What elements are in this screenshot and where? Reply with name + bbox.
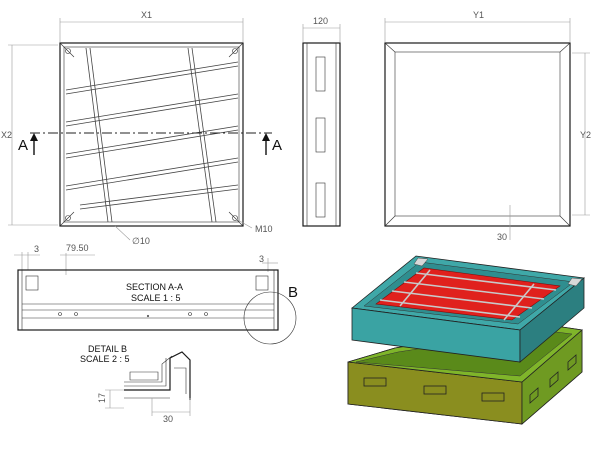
side-view: 120 [302, 16, 341, 227]
bolt-callout: M10 [255, 224, 273, 234]
detail-marker: B [288, 284, 298, 301]
section-title: SECTION A-A [126, 282, 183, 292]
isometric-view [347, 255, 585, 425]
bolt-hole-icon [65, 215, 71, 221]
dim-x2-label: X2 [1, 130, 12, 140]
hole-callout: ∅10 [132, 236, 150, 246]
detail-callout-circle [243, 291, 297, 345]
dim-79-50: 79.50 [66, 243, 89, 253]
section-marker-left: A [18, 137, 28, 154]
dim-17: 17 [97, 393, 107, 403]
detail-title: DETAIL B [88, 344, 127, 354]
dim-y1-label: Y1 [473, 10, 484, 20]
bolt-hole-icon [65, 48, 71, 54]
section-marker-right: A [272, 137, 282, 154]
grate-bars [65, 47, 239, 223]
dim-30-detail: 30 [163, 414, 173, 424]
plan-view: X1 X2 [1, 10, 282, 246]
dim-3-left: 3 [34, 244, 39, 254]
dim-y2-label: Y2 [580, 130, 591, 140]
dim-side-width: 120 [313, 16, 328, 26]
rear-view: Y1 Y2 30 [384, 10, 591, 242]
detail-scale: SCALE 2 : 5 [80, 354, 130, 364]
dim-x1-label: X1 [141, 10, 152, 20]
dim-30-plan: 30 [497, 232, 507, 242]
section-view: 3 79.50 3 SECTION A-A SCALE 1 : 5 B [14, 243, 298, 345]
bolt-hole-icon [232, 48, 238, 54]
dim-3-right: 3 [259, 254, 264, 264]
section-scale: SCALE 1 : 5 [131, 293, 181, 303]
bolt-hole-icon [232, 215, 238, 221]
detail-view: DETAIL B SCALE 2 : 5 17 30 [80, 344, 191, 424]
